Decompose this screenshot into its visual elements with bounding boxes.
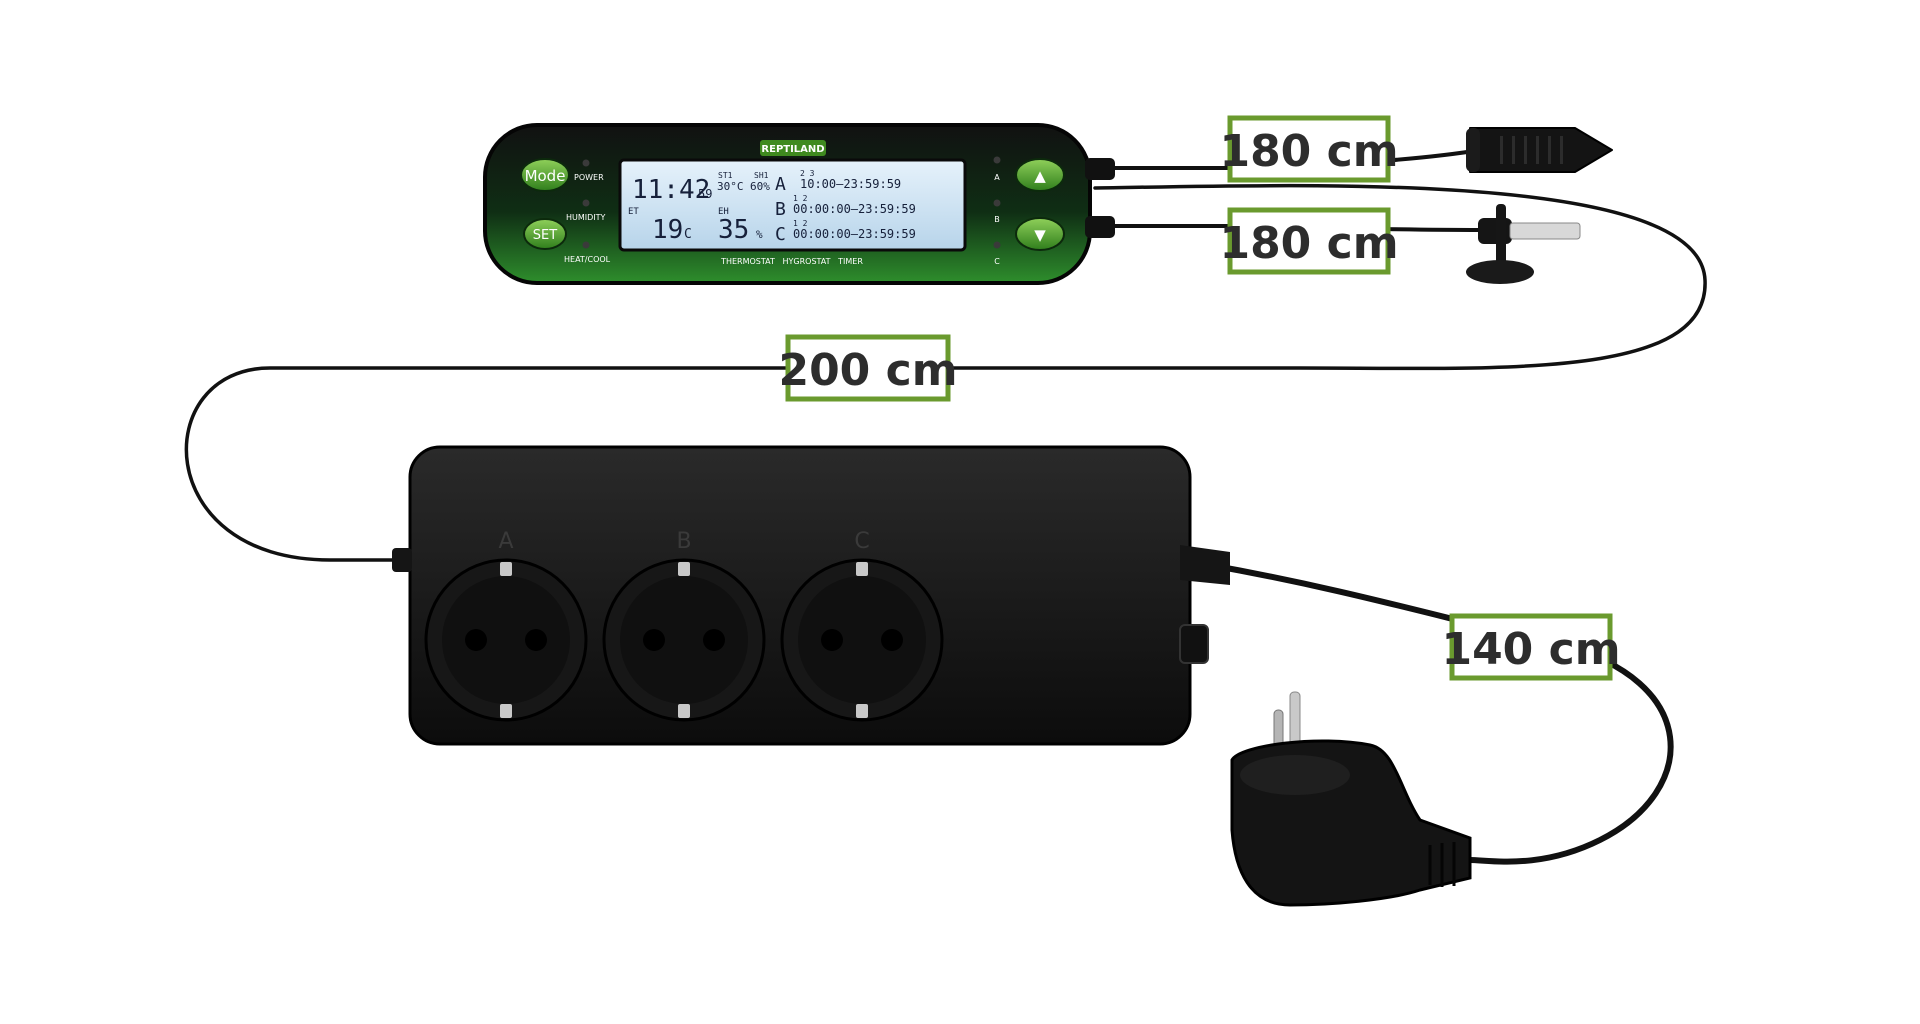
svg-text:A: A <box>498 529 513 554</box>
power-strip-knob[interactable] <box>1179 624 1209 664</box>
socket-c[interactable]: C <box>780 529 944 722</box>
svg-text:140 cm: 140 cm <box>1441 624 1620 675</box>
heat-cool-led <box>582 241 590 249</box>
channel-a-label: A <box>994 173 1000 182</box>
svg-text:180 cm: 180 cm <box>1219 126 1398 177</box>
svg-text:Mode: Mode <box>525 167 566 185</box>
lcd-st1-label: ST1 <box>718 171 733 180</box>
lcd-eh-label: EH <box>718 207 729 217</box>
power-indicator-label: POWER <box>574 173 604 182</box>
lcd-temp-unit: C <box>684 227 692 242</box>
cable-length-label-temperature: 180 cm <box>1219 207 1399 275</box>
socket-a[interactable]: A <box>424 529 588 722</box>
lcd-humidity: 35 <box>718 215 749 245</box>
power-led <box>582 159 590 167</box>
lcd-humidity-unit: % <box>756 228 763 241</box>
lcd-row-a-time: 10:00—23:59:59 <box>800 177 901 191</box>
humidity-led <box>582 199 590 207</box>
controller-unit: Mode SET POWER HUMIDITY HEAT/COOL REPTIL… <box>483 123 1115 285</box>
svg-text:B: B <box>676 529 691 554</box>
controller-footer-text: THERMOSTAT HYGROSTAT TIMER <box>720 257 863 266</box>
lcd-sh1-label: SH1 <box>754 171 769 180</box>
svg-text:▲: ▲ <box>1034 167 1046 185</box>
mode-button[interactable]: Mode <box>520 158 570 192</box>
brand-logo: REPTILAND <box>760 140 826 156</box>
lcd-st1-value: 30°C <box>717 180 744 193</box>
lcd-sh1-value: 60% <box>750 180 770 193</box>
channel-a-led <box>993 156 1001 164</box>
lcd-row-c-label: C <box>775 224 786 245</box>
temperature-sensor <box>1466 204 1581 284</box>
svg-text:200 cm: 200 cm <box>778 345 957 396</box>
up-button[interactable]: ▲ <box>1015 158 1065 192</box>
lcd-row-b-label: B <box>775 199 786 220</box>
lcd-row-a-index: 2 3 <box>800 169 815 178</box>
channel-b-led <box>993 199 1001 207</box>
down-button[interactable]: ▼ <box>1015 217 1065 251</box>
socket-b[interactable]: B <box>602 529 766 722</box>
svg-text:▼: ▼ <box>1034 226 1046 244</box>
cable-length-label-strip: 200 cm <box>778 334 958 402</box>
humidity-indicator-label: HUMIDITY <box>566 213 606 222</box>
cable-length-label-mains: 140 cm <box>1441 613 1621 681</box>
mains-cable <box>1207 562 1674 865</box>
channel-b-label: B <box>994 215 1000 224</box>
svg-text:SET: SET <box>533 228 557 243</box>
channel-c-label: C <box>994 257 1000 266</box>
schuko-plug <box>1230 691 1472 907</box>
svg-text:180 cm: 180 cm <box>1219 218 1398 269</box>
lcd-time: 11:42 <box>632 175 710 205</box>
lcd-row-c-index: 1 2 <box>793 219 808 228</box>
svg-text:C: C <box>854 529 869 554</box>
channel-c-led <box>993 241 1001 249</box>
power-strip: A B C <box>392 445 1230 746</box>
set-button[interactable]: SET <box>523 218 567 250</box>
lcd-row-b-time: 00:00:00—23:59:59 <box>793 202 916 216</box>
lcd-display: 11:42 59 ST1 30°C SH1 60% ET 19 C EH 35 … <box>618 158 967 252</box>
lcd-seconds: 59 <box>698 187 712 201</box>
lcd-row-c-time: 00:00:00—23:59:59 <box>793 227 916 241</box>
heat-cool-indicator-label: HEAT/COOL <box>564 255 611 264</box>
strip-cable <box>184 183 1707 562</box>
lcd-row-b-index: 1 2 <box>793 194 808 203</box>
humidity-sensor <box>1466 127 1613 173</box>
lcd-et-label: ET <box>628 207 639 217</box>
cable-length-label-humidity: 180 cm <box>1219 115 1399 183</box>
lcd-temp: 19 <box>652 215 683 245</box>
lcd-row-a-label: A <box>775 174 786 195</box>
svg-text:REPTILAND: REPTILAND <box>761 144 824 155</box>
